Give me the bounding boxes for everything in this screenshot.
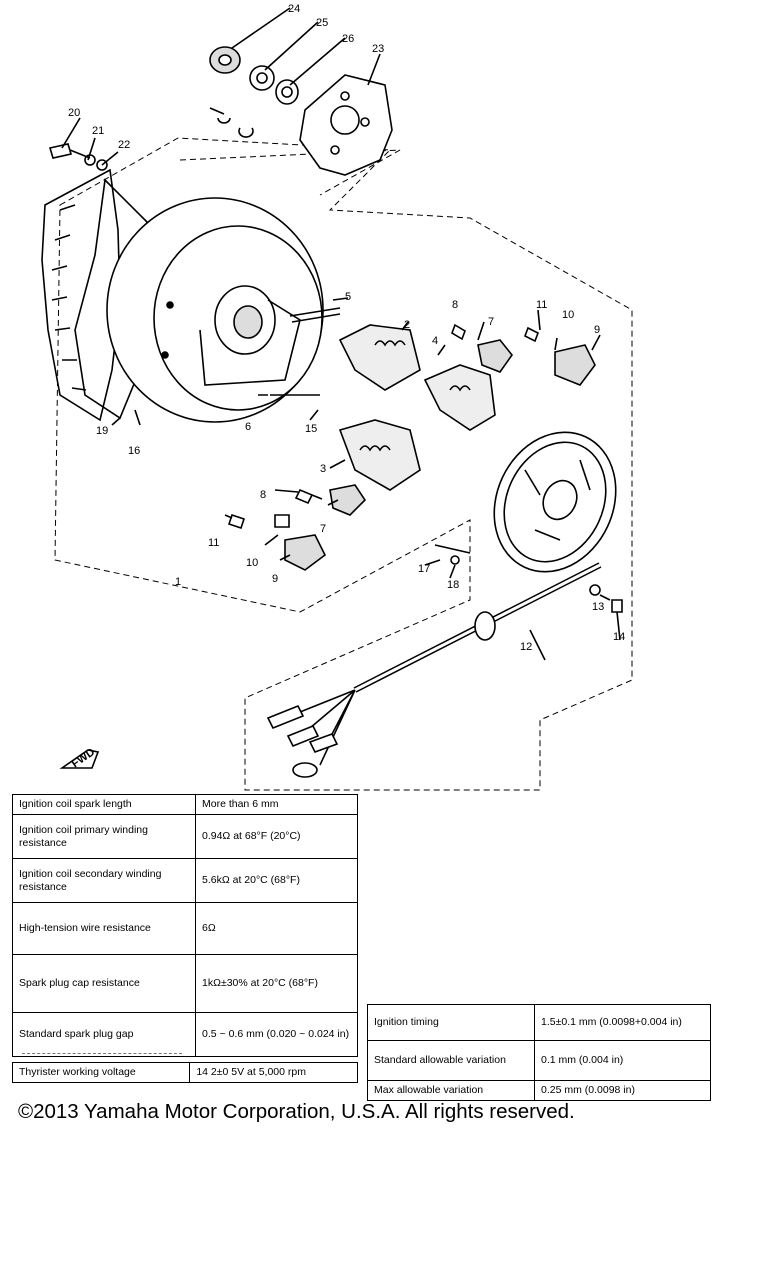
spec-value: 5.6kΩ at 20°C (68°F) xyxy=(195,858,358,903)
part-label: 11 xyxy=(536,299,547,311)
copyright-notice: ©2013 Yamaha Motor Corporation, U.S.A. A… xyxy=(18,1100,575,1123)
spec-label: High-tension wire resistance xyxy=(12,902,196,955)
spec-label: Standard allowable variation xyxy=(367,1040,535,1081)
part-label: 7 xyxy=(488,316,494,328)
spec-label: Standard spark plug gap xyxy=(12,1012,196,1057)
stator-base-plate xyxy=(493,431,617,573)
spec-value: 0.1 mm (0.004 in) xyxy=(534,1040,711,1081)
spec-value: More than 6 mm xyxy=(195,794,358,815)
part-label: 19 xyxy=(96,425,108,437)
part-label: 4 xyxy=(432,335,438,347)
part-label: 26 xyxy=(342,33,354,45)
part-label: 8 xyxy=(452,299,458,311)
table-row: Ignition coil primary winding resistance… xyxy=(12,814,358,859)
part-label: 10 xyxy=(246,557,258,569)
part-label: 9 xyxy=(272,573,278,585)
part-label: 22 xyxy=(118,139,130,151)
table-row: Spark plug cap resistance 1kΩ±30% at 20°… xyxy=(12,954,358,1013)
spec-value: 0.25 mm (0.0098 in) xyxy=(534,1080,711,1101)
part-label: 7 xyxy=(320,523,326,535)
wire-harness xyxy=(266,562,623,778)
spec-value: 6Ω xyxy=(195,902,358,955)
spec-label: Max allowable variation xyxy=(367,1080,535,1101)
spec-value: 1.5±0.1 mm (0.0098+0.004 in) xyxy=(534,1004,711,1041)
part-label: 17 xyxy=(418,563,430,575)
ignition-timing-spec-table: Ignition timing 1.5±0.1 mm (0.0098+0.004… xyxy=(367,1004,711,1101)
divider xyxy=(22,1053,182,1055)
ignition-coil-spec-table: Ignition coil spark length More than 6 m… xyxy=(12,794,358,1057)
part-label: 16 xyxy=(128,445,140,457)
part-label: 18 xyxy=(447,579,459,591)
part-label: 23 xyxy=(372,43,384,55)
part-label: 9 xyxy=(594,324,600,336)
part-label: 14 xyxy=(613,631,625,643)
part-label: 1 xyxy=(175,576,181,588)
table-row: Max allowable variation 0.25 mm (0.0098 … xyxy=(367,1080,711,1101)
table-row: Thyrister working voltage 14 2±0 5V at 5… xyxy=(11,1062,358,1083)
spec-label: Ignition coil secondary winding resistan… xyxy=(12,858,196,903)
spec-value: 14 2±0 5V at 5,000 rpm xyxy=(189,1062,358,1083)
spec-value: 1kΩ±30% at 20°C (68°F) xyxy=(195,954,358,1013)
spec-label: Spark plug cap resistance xyxy=(12,954,196,1013)
part-label: 13 xyxy=(592,601,604,613)
part-label: 15 xyxy=(305,423,317,435)
thyristor-spec-table: Thyrister working voltage 14 2±0 5V at 5… xyxy=(11,1062,358,1083)
flywheel-rotor xyxy=(41,168,324,423)
nut-washer-stack xyxy=(209,46,393,176)
part-label: 12 xyxy=(520,641,532,653)
part-label: 8 xyxy=(260,489,266,501)
part-label: 10 xyxy=(562,309,574,321)
table-row: Ignition coil spark length More than 6 m… xyxy=(12,794,358,815)
ignition-coils xyxy=(338,324,496,491)
part-label: 21 xyxy=(92,125,104,137)
exploded-parts-diagram: 24 25 26 23 20 21 22 5 2 4 8 7 11 10 9 6… xyxy=(41,3,633,791)
spec-label: Ignition timing xyxy=(367,1004,535,1041)
part-label: 2 xyxy=(404,319,410,331)
spec-label: Ignition coil primary winding resistance xyxy=(12,814,196,859)
table-row: Standard allowable variation 0.1 mm (0.0… xyxy=(367,1040,711,1081)
table-row: Ignition coil secondary winding resistan… xyxy=(12,858,358,903)
part-label: 5 xyxy=(345,291,351,303)
table-row: Ignition timing 1.5±0.1 mm (0.0098+0.004… xyxy=(367,1004,711,1041)
spec-value: 0.5 ~ 0.6 mm (0.020 ~ 0.024 in) xyxy=(195,1012,358,1057)
spec-label: Ignition coil spark length xyxy=(12,794,196,815)
table-row: Standard spark plug gap 0.5 ~ 0.6 mm (0.… xyxy=(12,1012,358,1057)
part-label: 24 xyxy=(288,3,300,15)
part-label: 3 xyxy=(320,463,326,475)
table-row: High-tension wire resistance 6Ω xyxy=(12,902,358,955)
part-label: 6 xyxy=(245,421,251,433)
spec-label: Thyrister working voltage xyxy=(11,1062,191,1083)
part-label: 20 xyxy=(68,107,80,119)
part-label: 25 xyxy=(316,17,328,29)
part-label: 11 xyxy=(208,537,219,549)
spec-value: 0.94Ω at 68°F (20°C) xyxy=(195,814,358,859)
